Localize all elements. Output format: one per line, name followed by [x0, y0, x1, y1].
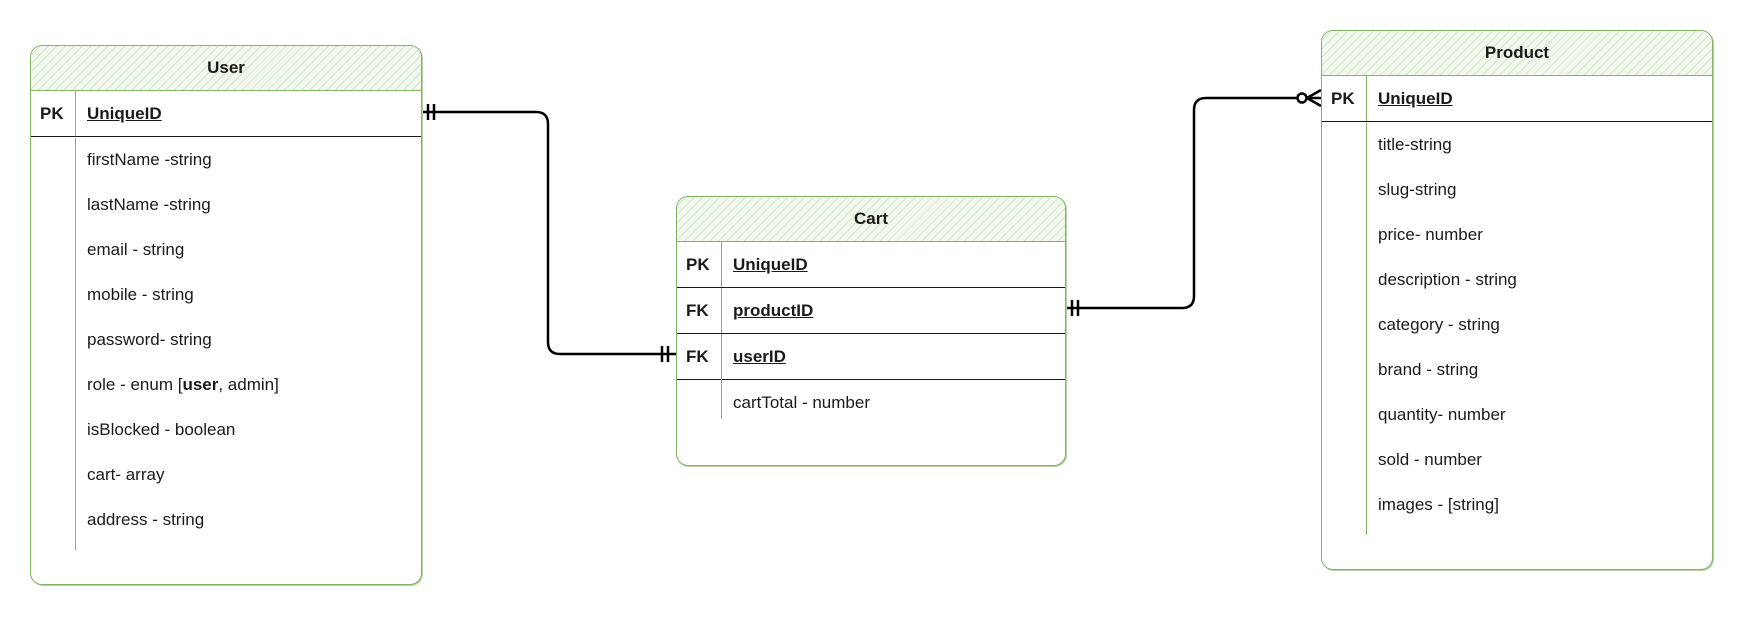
- attribute-row: cartTotal - number: [677, 380, 1065, 425]
- user-entity[interactable]: User PK UniqueID firstName -string lastN…: [30, 45, 422, 585]
- key-field-name: UniqueID: [87, 103, 162, 123]
- attribute-row: slug-string: [1322, 167, 1712, 212]
- attribute-name: firstName -string: [87, 149, 212, 169]
- attribute-row: role - enum [user, admin]: [31, 362, 421, 407]
- primary-key-row: PK UniqueID: [31, 91, 421, 137]
- key-type-label: PK: [686, 254, 710, 274]
- attribute-row: title-string: [1322, 122, 1712, 167]
- column-divider: [75, 138, 76, 550]
- foreign-key-row: FK userID: [677, 334, 1065, 380]
- attribute-row: password- string: [31, 317, 421, 362]
- key-type-label: FK: [686, 300, 709, 320]
- cart-product-connector[interactable]: [1066, 88, 1322, 316]
- attribute-row: lastName -string: [31, 182, 421, 227]
- attribute-name: brand - string: [1378, 359, 1479, 379]
- column-divider: [1366, 76, 1367, 121]
- entity-title: Product: [1322, 31, 1712, 76]
- attribute-name: mobile - string: [87, 284, 194, 304]
- attribute-row: quantity- number: [1322, 392, 1712, 437]
- primary-key-row: PK UniqueID: [677, 242, 1065, 288]
- cart-entity[interactable]: Cart PK UniqueID FK productID FK userID …: [676, 196, 1066, 466]
- entity-title: Cart: [677, 197, 1065, 242]
- attribute-name: lastName -string: [87, 194, 211, 214]
- default-role-value: user: [182, 374, 219, 394]
- attribute-row: isBlocked - boolean: [31, 407, 421, 452]
- attribute-name: quantity- number: [1378, 404, 1506, 424]
- attribute-name: images - [string]: [1378, 494, 1499, 514]
- attribute-name: title-string: [1378, 134, 1452, 154]
- user-cart-connector[interactable]: [422, 104, 676, 362]
- entity-title: User: [31, 46, 421, 91]
- primary-key-row: PK UniqueID: [1322, 76, 1712, 122]
- attribute-name: cartTotal - number: [733, 392, 870, 412]
- attribute-name: email - string: [87, 239, 185, 259]
- attribute-row: sold - number: [1322, 437, 1712, 482]
- attribute-row: price- number: [1322, 212, 1712, 257]
- attribute-name: category - string: [1378, 314, 1500, 334]
- column-divider: [721, 242, 722, 287]
- attribute-row: category - string: [1322, 302, 1712, 347]
- column-divider: [1366, 123, 1367, 535]
- attribute-row: brand - string: [1322, 347, 1712, 392]
- key-field-name: UniqueID: [1378, 88, 1453, 108]
- attribute-name: slug-string: [1378, 179, 1457, 199]
- foreign-key-row: FK productID: [677, 288, 1065, 334]
- column-divider: [721, 288, 722, 333]
- column-divider: [721, 334, 722, 379]
- attribute-name: description - string: [1378, 269, 1517, 289]
- key-field-name: productID: [733, 300, 814, 320]
- attribute-row: images - [string]: [1322, 482, 1712, 527]
- attribute-name: cart- array: [87, 464, 165, 484]
- attribute-row: firstName -string: [31, 137, 421, 182]
- attribute-name: address - string: [87, 509, 205, 529]
- column-divider: [75, 91, 76, 136]
- attribute-row: mobile - string: [31, 272, 421, 317]
- attribute-name: sold - number: [1378, 449, 1482, 469]
- attribute-row: cart- array: [31, 452, 421, 497]
- attribute-name: isBlocked - boolean: [87, 419, 236, 439]
- column-divider: [721, 379, 722, 419]
- key-field-name: userID: [733, 346, 786, 366]
- attribute-row: email - string: [31, 227, 421, 272]
- attribute-row: address - string: [31, 497, 421, 542]
- attribute-row: description - string: [1322, 257, 1712, 302]
- product-entity[interactable]: Product PK UniqueID title-string slug-st…: [1321, 30, 1713, 570]
- key-field-name: UniqueID: [733, 254, 808, 274]
- key-type-label: PK: [1331, 88, 1355, 108]
- key-type-label: PK: [40, 103, 64, 123]
- attribute-name: price- number: [1378, 224, 1483, 244]
- attribute-name: role - enum [user, admin]: [87, 374, 279, 394]
- attribute-name: password- string: [87, 329, 212, 349]
- key-type-label: FK: [686, 346, 709, 366]
